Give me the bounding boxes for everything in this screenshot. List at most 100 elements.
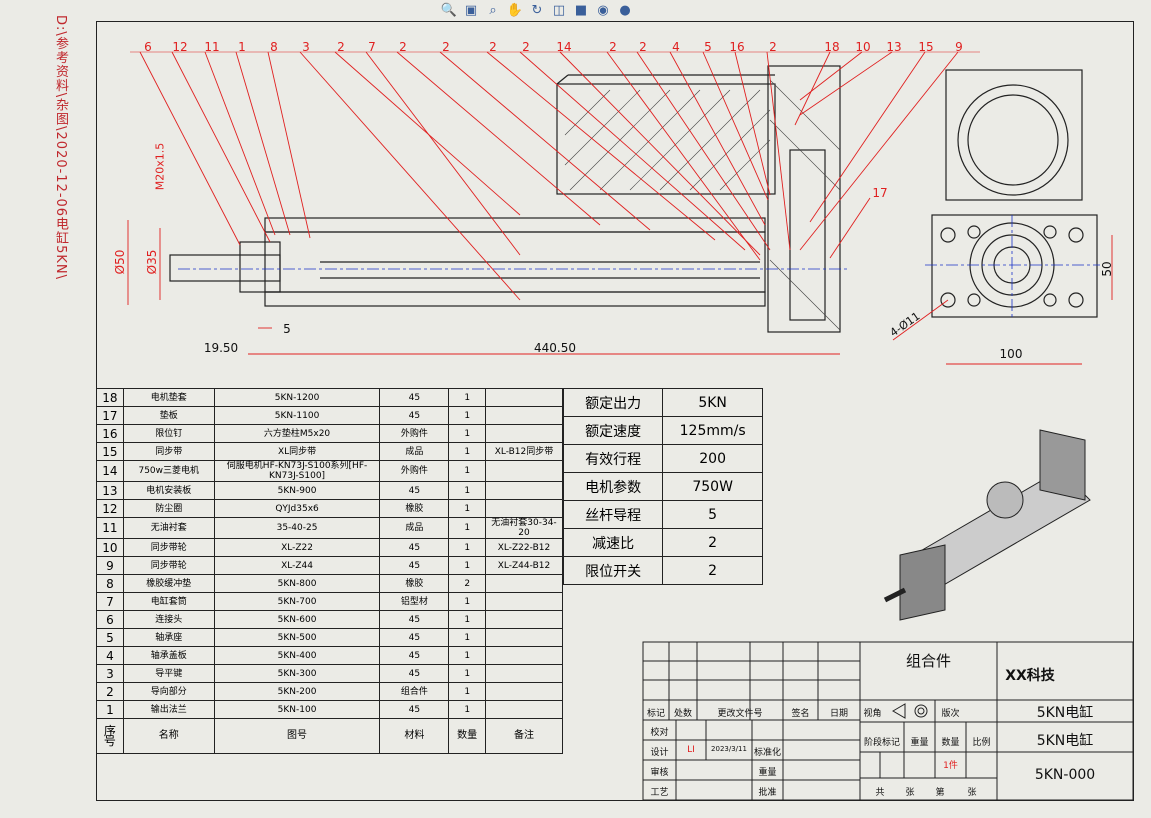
balloon: 2 xyxy=(522,40,530,54)
bom-cell: 橡胶 xyxy=(379,499,450,518)
bom-cell: 45 xyxy=(379,388,450,407)
bom-cell: 750w三菱电机 xyxy=(122,460,215,482)
bom-cell: 1 xyxy=(448,388,486,407)
bom-cell: 5KN-100 xyxy=(213,700,381,719)
bom-cell: 35-40-25 xyxy=(213,517,381,539)
bom-cell: 1 xyxy=(448,481,486,500)
appearance-icon[interactable]: ● xyxy=(619,2,631,18)
bom-cell: 7 xyxy=(96,592,124,611)
part-name-2: 5KN电缸 xyxy=(1036,733,1094,749)
tb-label: 设计 xyxy=(650,748,669,758)
bom-cell: 9 xyxy=(96,556,124,575)
balloon: 1 xyxy=(238,40,246,54)
spec-value: 750W xyxy=(662,472,763,501)
spec-label: 丝杆导程 xyxy=(562,500,664,529)
bom-cell: 导平键 xyxy=(122,664,215,683)
view-icon[interactable]: ◫ xyxy=(552,2,566,18)
dim-thread: M20x1.5 xyxy=(153,142,167,191)
bom-cell: 1 xyxy=(448,424,486,443)
bom-cell: 13 xyxy=(96,481,124,500)
bom-cell xyxy=(484,610,564,629)
bom-cell: 电机垫套 xyxy=(122,388,215,407)
balloon: 2 xyxy=(769,40,777,54)
bom-header-cell: 图号 xyxy=(213,718,381,754)
tb-label: 共 xyxy=(875,788,885,798)
tb-label: 比例 xyxy=(972,738,991,748)
bom-cell: 2 xyxy=(96,682,124,701)
bom-cell: 1 xyxy=(448,592,486,611)
zoom-fit-icon[interactable]: 🔍 xyxy=(440,2,458,18)
balloon: 10 xyxy=(855,40,871,54)
zoom-icon[interactable]: ⌕ xyxy=(489,2,497,18)
bom-cell xyxy=(484,592,564,611)
spec-value: 2 xyxy=(662,556,763,585)
balloon: 7 xyxy=(368,40,376,54)
tb-label: 工艺 xyxy=(650,788,669,798)
bom-cell: 同步带轮 xyxy=(122,556,215,575)
balloon: 9 xyxy=(955,40,963,54)
bom-cell xyxy=(484,499,564,518)
bom-cell: XL-B12同步带 xyxy=(484,442,564,461)
file-path: D:\参考资料\杂图\2020-12-06电缸5KN\ xyxy=(53,15,68,280)
bom-cell: 5KN-1200 xyxy=(213,388,381,407)
spec-value: 200 xyxy=(662,444,763,473)
bom-cell: 1 xyxy=(448,628,486,647)
bom-cell: 1 xyxy=(448,499,486,518)
bom-header-cell: 数量 xyxy=(448,718,486,754)
bom-cell: 伺服电机HF-KN73J-S100系列[HF-KN73J-S100] xyxy=(213,460,381,482)
bom-cell xyxy=(484,388,564,407)
bom-cell: 垫板 xyxy=(122,406,215,425)
zoom-area-icon[interactable]: ▣ xyxy=(464,2,478,18)
bom-cell: 4 xyxy=(96,646,124,665)
spec-label: 有效行程 xyxy=(562,444,664,473)
dim-d50: Ø50 xyxy=(113,249,127,275)
bom-cell xyxy=(484,628,564,647)
bom-cell: 10 xyxy=(96,538,124,557)
bom-cell xyxy=(484,574,564,593)
display-icon[interactable]: ■ xyxy=(574,2,588,18)
bom-cell: 连接头 xyxy=(122,610,215,629)
bom-cell: 无油衬套30-34-20 xyxy=(484,517,564,539)
bom-cell: 防尘圈 xyxy=(122,499,215,518)
projection-symbol-icon xyxy=(914,704,928,718)
bom-cell: 1 xyxy=(448,682,486,701)
rotate-icon[interactable]: ↻ xyxy=(531,2,543,18)
bom-cell: 橡胶 xyxy=(379,574,450,593)
spec-label: 额定出力 xyxy=(562,388,664,417)
tb-label: 视角 xyxy=(863,709,882,719)
bom-cell: 1 xyxy=(448,700,486,719)
balloon: 2 xyxy=(399,40,407,54)
tb-label: 标准化 xyxy=(753,748,781,758)
bom-cell: 1 xyxy=(448,442,486,461)
assembly-type: 组合件 xyxy=(905,652,951,670)
balloon: 4 xyxy=(672,40,680,54)
bom-cell: 16 xyxy=(96,424,124,443)
bom-cell: 轴承盖板 xyxy=(122,646,215,665)
bom-cell: XL-Z22-B12 xyxy=(484,538,564,557)
bom-cell: 5KN-400 xyxy=(213,646,381,665)
tb-quantity: 1件 xyxy=(943,761,958,771)
hide-icon[interactable]: ◉ xyxy=(597,2,609,18)
spec-value: 5KN xyxy=(662,388,763,417)
tb-label: 签名 xyxy=(791,709,810,719)
balloon: 2 xyxy=(609,40,617,54)
spec-label: 电机参数 xyxy=(562,472,664,501)
pan-icon[interactable]: ✋ xyxy=(506,2,524,18)
bom-cell: 输出法兰 xyxy=(122,700,215,719)
bom-cell: 同步带轮 xyxy=(122,538,215,557)
bom-cell: 45 xyxy=(379,646,450,665)
spec-value: 2 xyxy=(662,528,763,557)
bom-cell: 成品 xyxy=(379,442,450,461)
balloon: 2 xyxy=(337,40,345,54)
